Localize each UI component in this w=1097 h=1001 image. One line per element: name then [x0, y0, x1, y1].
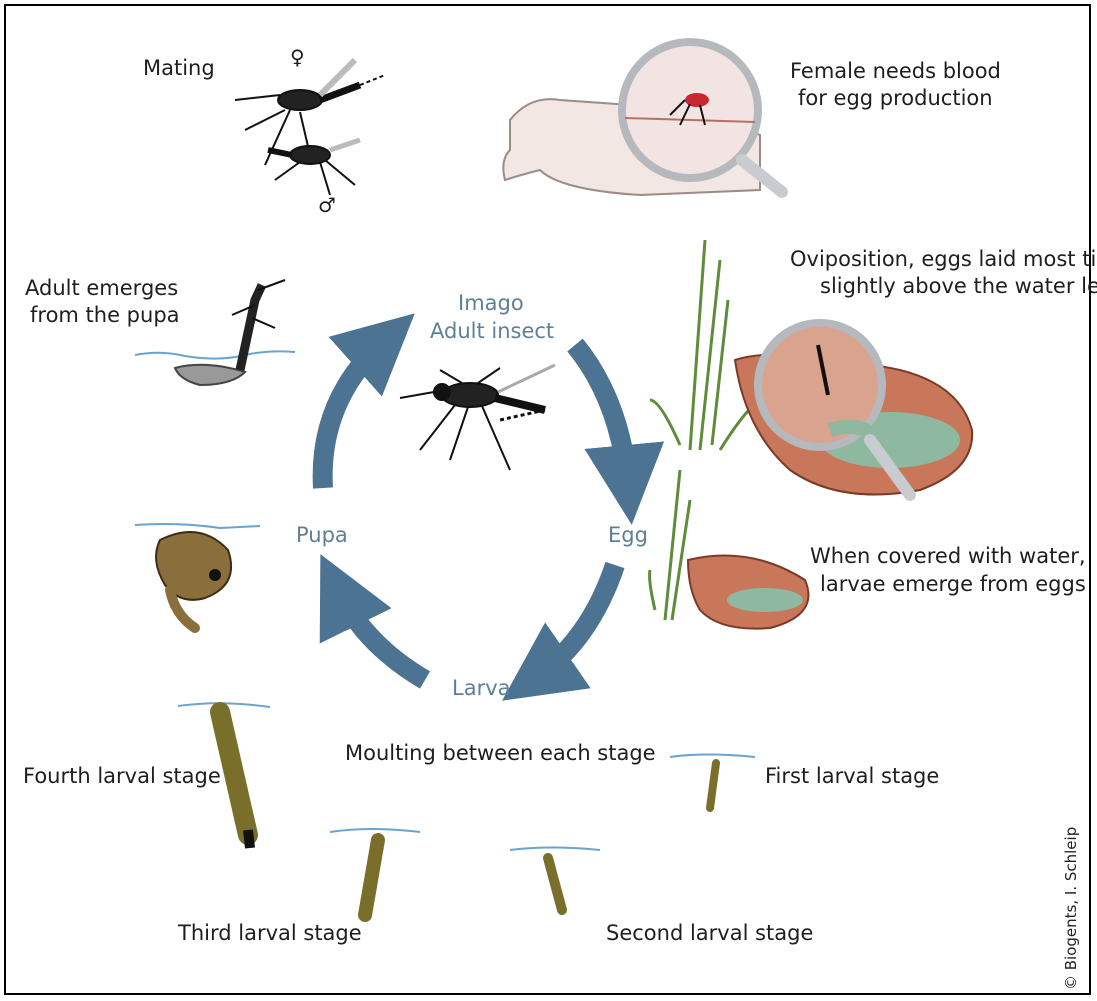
- cycle-label-egg: Egg: [608, 522, 648, 549]
- arrow-larva-to-pupa: [338, 590, 425, 680]
- larva-second-icon: [510, 848, 600, 911]
- label-adult-line1: Adult emerges: [25, 275, 178, 302]
- cycle-label-larva: Larva: [452, 675, 511, 702]
- larva-third-icon: [330, 829, 420, 915]
- label-moulting: Moulting between each stage: [345, 740, 656, 767]
- mating-mosquitoes-icon: [235, 60, 385, 195]
- cycle-label-pupa: Pupa: [296, 522, 348, 549]
- label-oviposition-line2: slightly above the water level: [820, 273, 1097, 300]
- arrow-pupa-to-imago: [323, 340, 385, 488]
- cycle-label-adult-insect: Adult insect: [430, 318, 554, 345]
- small-bowl-icon: [688, 556, 808, 629]
- arrow-imago-to-egg: [575, 345, 628, 485]
- credit-text: © Biogents, I. Schleip: [1062, 827, 1080, 990]
- label-water-line2: larvae emerge from eggs: [820, 571, 1086, 598]
- larva-first-icon: [670, 755, 755, 809]
- label-oviposition-line1: Oviposition, eggs laid most times: [790, 246, 1097, 273]
- pupa-icon: [135, 524, 260, 628]
- label-first-larval: First larval stage: [765, 763, 939, 790]
- adult-mosquito-icon: [400, 365, 555, 470]
- label-mating: Mating: [143, 55, 215, 82]
- label-third-larval: Third larval stage: [178, 920, 362, 947]
- label-second-larval: Second larval stage: [606, 920, 813, 947]
- female-symbol: ♀: [290, 44, 305, 71]
- cycle-label-imago: Imago: [458, 290, 524, 317]
- hand-magnifier-icon: [503, 42, 782, 195]
- label-blood-line1: Female needs blood: [790, 58, 1001, 85]
- bowl-magnifier-icon: [735, 323, 972, 495]
- label-blood-line2: for egg production: [798, 85, 993, 112]
- male-symbol: ♂: [318, 192, 336, 219]
- arrow-egg-to-larva: [535, 565, 615, 678]
- label-fourth-larval: Fourth larval stage: [23, 763, 221, 790]
- label-adult-line2: from the pupa: [30, 302, 180, 329]
- label-water-line1: When covered with water,: [810, 543, 1086, 570]
